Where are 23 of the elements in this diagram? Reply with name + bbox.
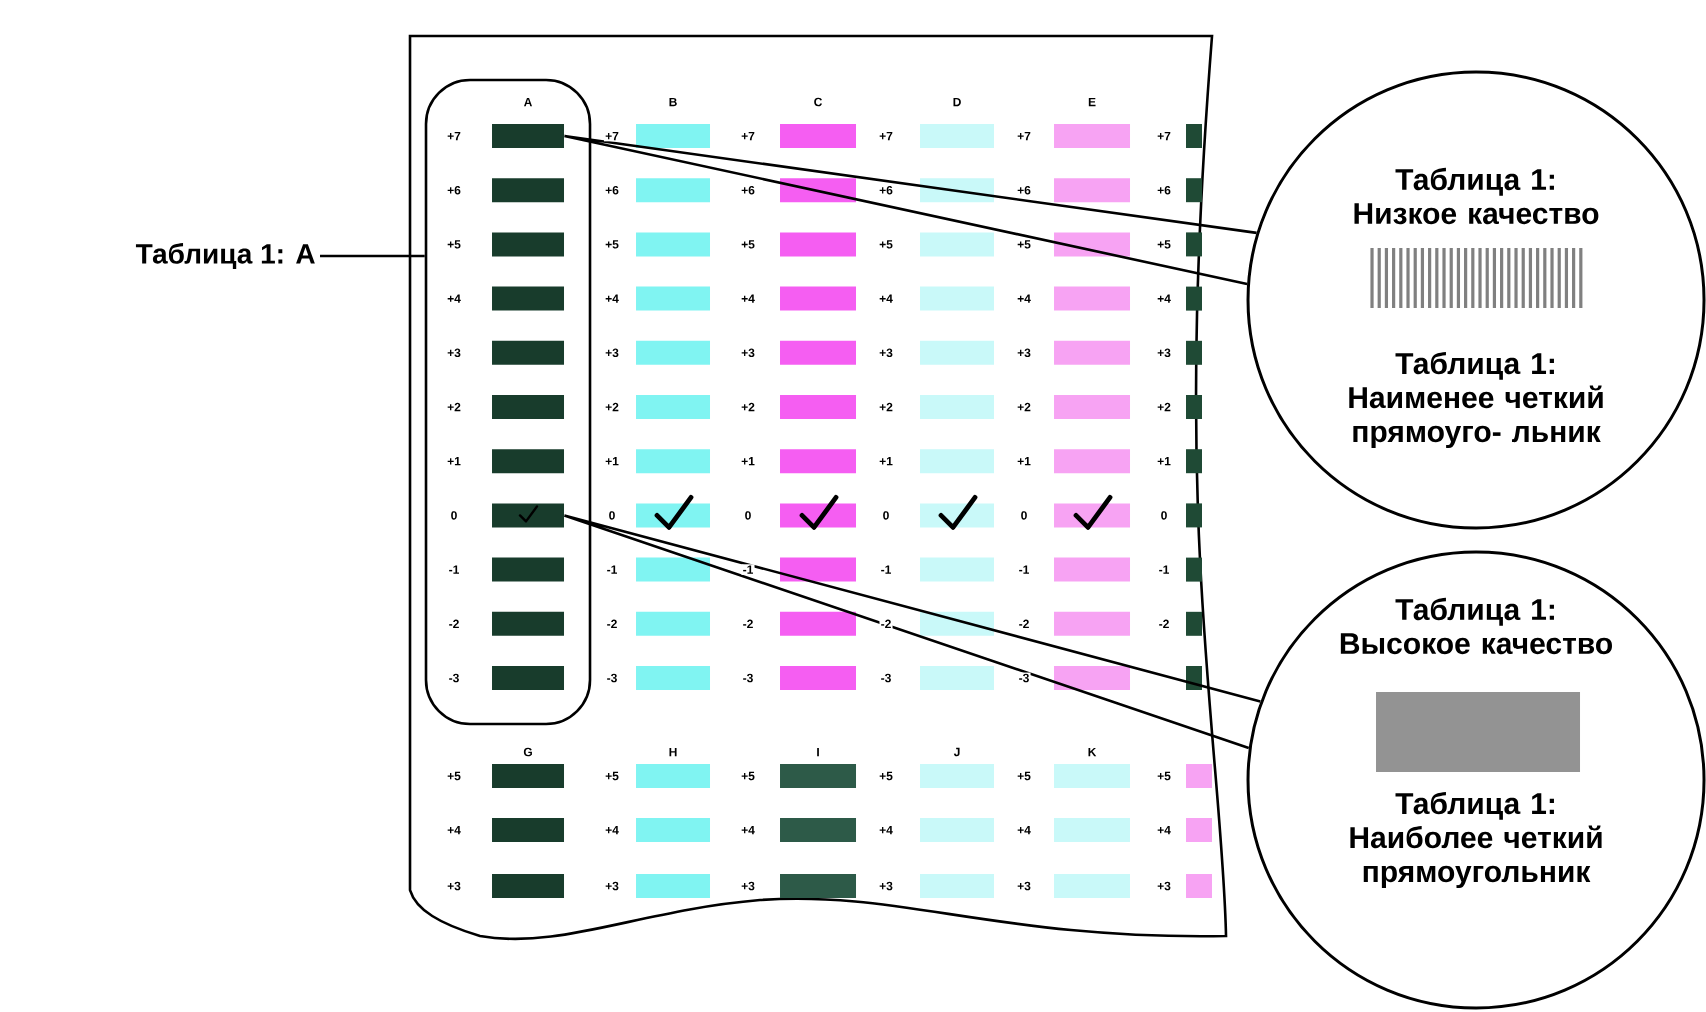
column-outline: [424, 78, 592, 726]
callout-line: [563, 134, 1258, 286]
color-patch: [492, 395, 564, 419]
color-patch: [492, 340, 564, 365]
color-patch: [492, 557, 564, 582]
callout-text: Таблица 1: Низкое качество: [1354, 167, 1599, 225]
color-patch: [492, 286, 564, 311]
leader-line: [320, 254, 425, 258]
color-patch: [492, 124, 564, 148]
color-patch: [492, 503, 564, 528]
color-patch: [492, 449, 564, 474]
callout-text: Таблица 1: Наиболее четкий прямоугольник: [1350, 791, 1602, 889]
color-patch: [492, 232, 564, 257]
color-patch: [492, 611, 564, 636]
callout-label: Таблица 1: A: [135, 242, 315, 270]
color-patch: [492, 178, 564, 203]
color-patch: [492, 818, 564, 842]
callout-line: [563, 514, 1262, 750]
callout-text: Таблица 1: Наименее четкий прямоуго- льник: [1349, 351, 1603, 449]
callout-text: Таблица 1: Высокое качество: [1340, 597, 1612, 655]
color-patch: [492, 666, 564, 690]
color-patch: [492, 764, 564, 788]
color-patch: [492, 874, 564, 898]
